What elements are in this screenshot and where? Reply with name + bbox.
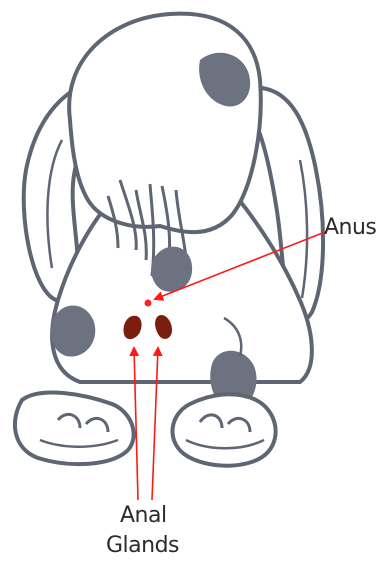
right-paw — [173, 394, 276, 466]
left-paw — [15, 392, 134, 464]
anal-glands-label-line2: Glands — [106, 533, 179, 558]
anus-label: Anus — [324, 215, 376, 240]
anal-glands-label-line1: Anal — [120, 503, 167, 528]
anus-dot — [145, 300, 152, 307]
